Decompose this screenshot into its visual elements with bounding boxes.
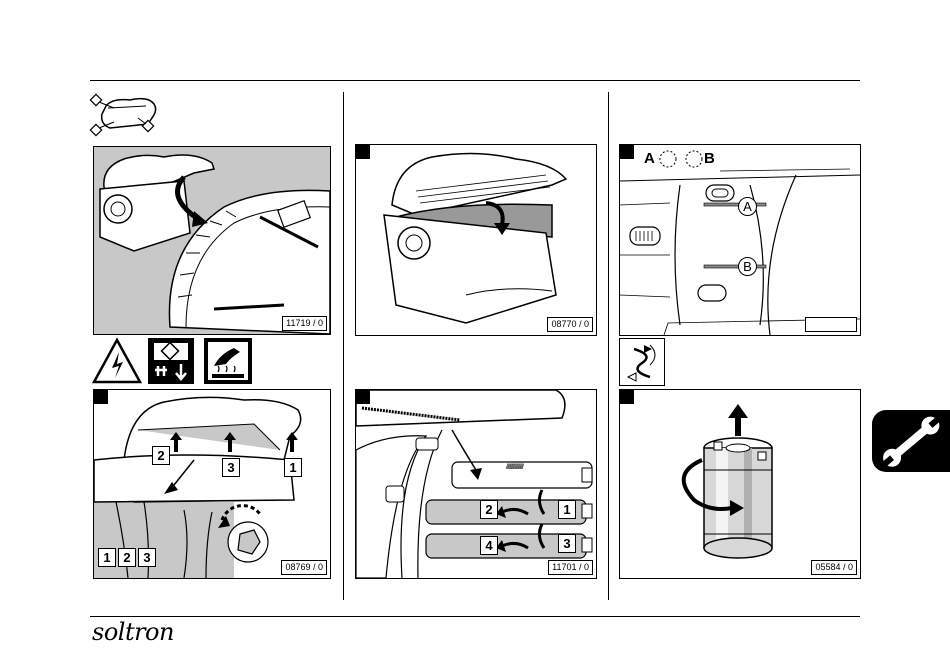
legend-label-a: A	[644, 150, 655, 167]
marker-a: A	[738, 197, 757, 216]
hot-surface-icon	[204, 338, 252, 384]
figure-panel-6: A B A B	[619, 144, 861, 336]
step-number-badge: 3	[222, 458, 240, 477]
sequence-badge-2: 2	[118, 548, 136, 567]
column-divider-1	[343, 92, 344, 600]
step-number-badge: 4	[480, 536, 498, 555]
sequence-badge-3: 3	[138, 548, 156, 567]
figure-number: 08770 / 0	[547, 317, 593, 332]
step-number-badge: 2	[152, 446, 170, 465]
step-number-badge: 3	[558, 534, 576, 553]
step-number-badge: 1	[558, 500, 576, 519]
sequence-badge-1: 1	[98, 548, 116, 567]
tube-label-text: //////////////////	[506, 464, 523, 471]
step-number-badge: 2	[480, 500, 498, 519]
figure-panel-3: 2 3 1 1 2 3 08769 / 0	[93, 389, 331, 579]
adjustment-detail-illustration	[620, 145, 860, 335]
solarium-open-illustration	[94, 147, 330, 334]
top-rule	[90, 80, 860, 81]
rotate-icon	[619, 338, 665, 386]
figure-panel-1: 11719 / 0	[93, 146, 331, 335]
figure-panel-5: 05584 / 0	[619, 389, 861, 579]
lamp-icon	[90, 94, 160, 136]
step-marker	[620, 390, 634, 404]
figure-number-blank	[805, 317, 857, 332]
figure-number: 05584 / 0	[811, 560, 857, 575]
acrylic-cover-illustration	[356, 145, 596, 335]
figure-number: 11719 / 0	[282, 316, 327, 331]
high-voltage-icon	[92, 338, 142, 384]
power-disconnect-icon	[148, 338, 194, 384]
step-number-badge: 1	[284, 458, 302, 477]
step-marker	[356, 390, 370, 404]
section-tab-wrench-icon	[872, 410, 950, 472]
legend-label-b: B	[704, 150, 715, 167]
section-tab[interactable]	[872, 410, 950, 472]
step-marker	[94, 390, 108, 404]
column-divider-2	[608, 92, 609, 600]
figure-panel-2: 08770 / 0	[355, 144, 597, 336]
brand-logo: soltron	[92, 618, 174, 646]
figure-number: 11701 / 0	[548, 560, 593, 575]
bottom-rule	[90, 616, 860, 617]
step-marker	[620, 145, 634, 159]
figure-number: 08769 / 0	[281, 560, 327, 575]
figure-panel-4: ////////////////// 2 1 4 3 11701 / 0	[355, 389, 597, 579]
step-marker	[356, 145, 370, 159]
marker-b: B	[738, 257, 757, 276]
starter-rotation-illustration	[620, 390, 860, 578]
